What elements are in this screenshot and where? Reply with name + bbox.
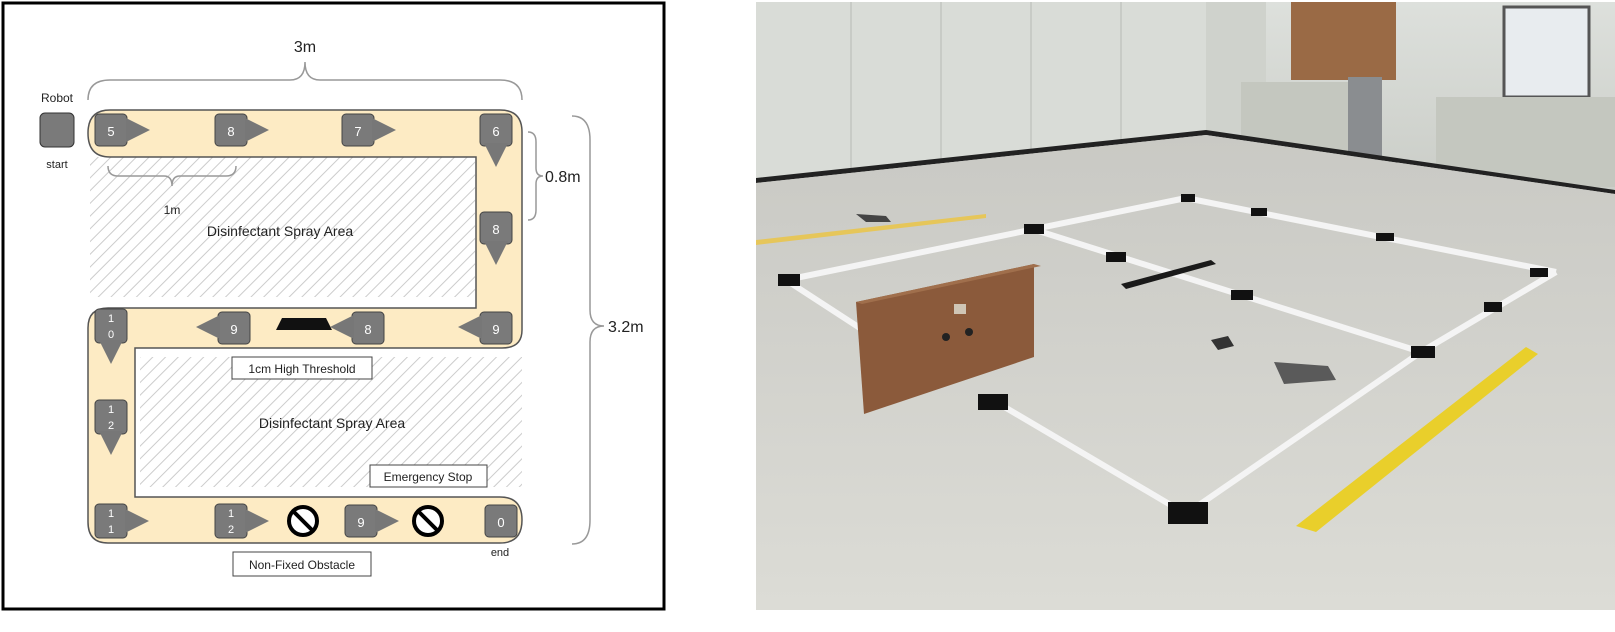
no-entry-icon xyxy=(412,505,444,537)
dim-height-label: 3.2m xyxy=(608,319,644,336)
svg-text:2: 2 xyxy=(108,420,114,432)
svg-text:2: 2 xyxy=(228,524,234,536)
baseboard xyxy=(756,130,1615,194)
robot-label: Robot xyxy=(41,91,74,105)
robot-icon xyxy=(39,112,75,148)
spray-area-top xyxy=(90,157,475,297)
marker-tile: 0 xyxy=(484,504,518,538)
marker-tile: 5 xyxy=(94,113,150,147)
emergency-label-box xyxy=(369,464,488,488)
threshold-label-box xyxy=(231,356,373,380)
svg-text:9: 9 xyxy=(492,322,499,337)
tape-course xyxy=(784,195,1558,517)
svg-text:1: 1 xyxy=(108,404,114,416)
cardboard-obstacle-top xyxy=(856,264,1041,304)
window-blinds xyxy=(1291,2,1396,80)
spray-area-bottom-label: Disinfectant Spray Area xyxy=(259,415,406,431)
marker-tile: 1 2 xyxy=(94,399,128,455)
svg-text:7: 7 xyxy=(354,124,361,139)
svg-text:9: 9 xyxy=(230,322,237,337)
svg-text:5: 5 xyxy=(107,124,114,139)
yellow-floor-line xyxy=(1296,347,1538,532)
dim-height-brace xyxy=(571,115,605,545)
dim-row-gap-brace xyxy=(527,131,544,221)
threshold-strip xyxy=(1121,260,1216,289)
svg-text:8: 8 xyxy=(364,322,371,337)
svg-text:1: 1 xyxy=(108,313,114,325)
obstacle-label: Non-Fixed Obstacle xyxy=(249,558,355,572)
marker-tile: 1 0 xyxy=(94,308,128,364)
svg-text:8: 8 xyxy=(492,222,499,237)
spray-area-top-label: Disinfectant Spray Area xyxy=(207,223,354,239)
marker-tile: 7 xyxy=(341,113,396,147)
marker-tile: 8 xyxy=(479,211,513,265)
dim-spacing-label: 1m xyxy=(164,203,181,217)
marker-tile: 9 xyxy=(344,504,399,538)
end-label: end xyxy=(491,547,509,559)
svg-text:1: 1 xyxy=(228,508,234,520)
svg-text:0: 0 xyxy=(497,515,504,530)
marker-tile: 9 xyxy=(458,311,513,345)
course-diagram: 3m 3.2m 0.8m 1m Robot start Disinfectant… xyxy=(1,1,666,611)
dim-width-label: 3m xyxy=(294,39,316,56)
floor-plate xyxy=(1274,362,1336,384)
emergency-label: Emergency Stop xyxy=(384,470,473,484)
threshold-label: 1cm High Threshold xyxy=(248,362,355,376)
marker-tile: 9 xyxy=(196,311,251,345)
obstacle-label-box xyxy=(232,551,372,577)
yellow-floor-line xyxy=(756,214,986,245)
aruco-marker xyxy=(778,194,1548,524)
svg-text:0: 0 xyxy=(108,329,114,341)
marker-tile: 6 xyxy=(479,113,513,167)
svg-text:1: 1 xyxy=(108,508,114,520)
marker-tile: 8 xyxy=(330,311,385,345)
cable xyxy=(856,214,891,222)
svg-text:8: 8 xyxy=(227,124,234,139)
start-label: start xyxy=(46,159,67,171)
threshold-bar xyxy=(276,318,332,330)
no-entry-icon xyxy=(287,505,319,537)
svg-text:9: 9 xyxy=(357,515,364,530)
dim-spacing-brace xyxy=(107,165,237,187)
marker-tile: 8 xyxy=(214,113,269,147)
marker-tile: 1 2 xyxy=(214,503,269,539)
window xyxy=(1502,5,1591,99)
course-photo xyxy=(756,2,1615,610)
marker-tile: 1 1 xyxy=(94,503,149,539)
svg-text:1: 1 xyxy=(108,524,114,536)
floor-plate xyxy=(1211,336,1234,350)
floor xyxy=(756,135,1615,610)
dim-width-brace xyxy=(87,61,523,101)
dim-row-gap-label: 0.8m xyxy=(545,169,581,186)
svg-text:6: 6 xyxy=(492,124,499,139)
back-wall-panels xyxy=(756,2,1206,182)
